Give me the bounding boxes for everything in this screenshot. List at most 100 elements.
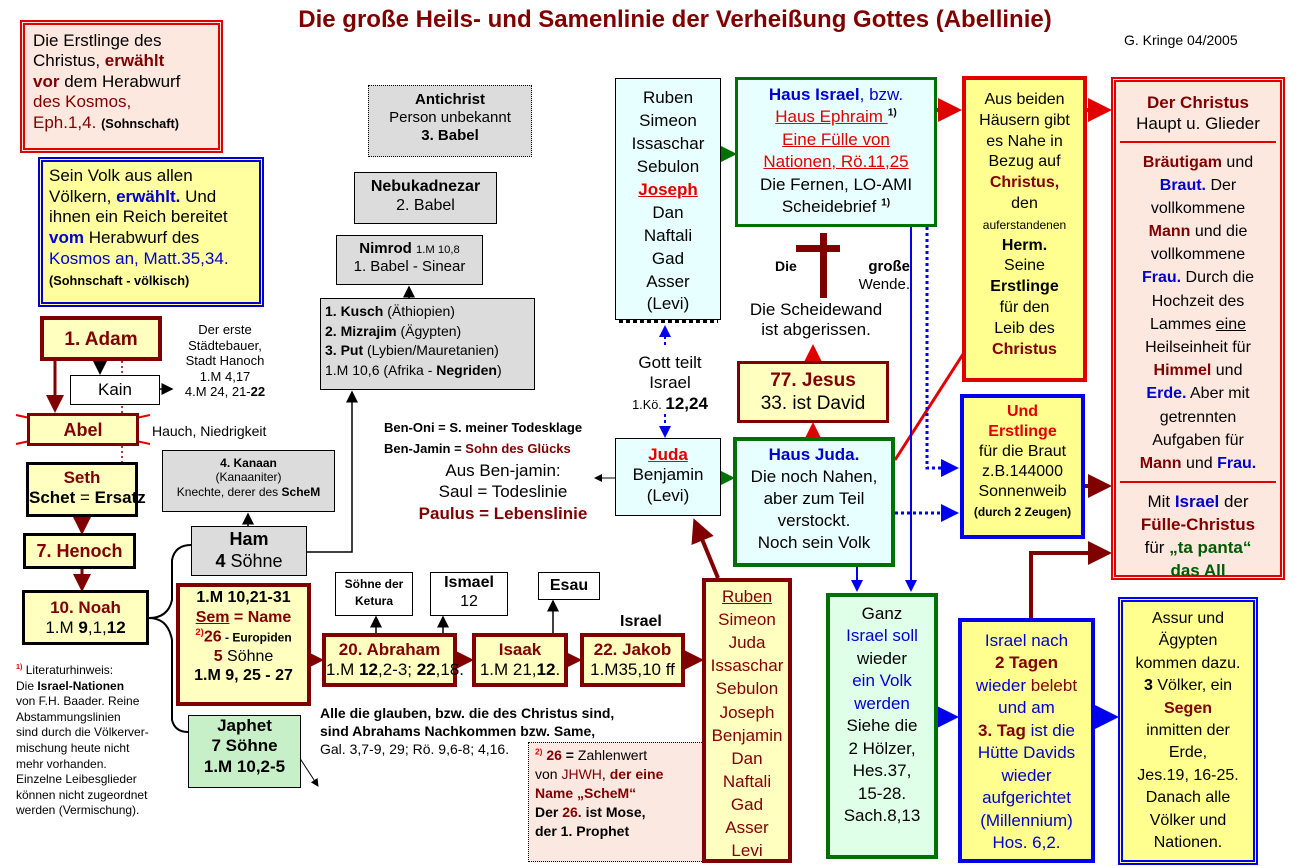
benoni-line: Ben-Oni = S. meiner Todesklage bbox=[384, 418, 582, 439]
text-segment: Simeon bbox=[639, 110, 697, 130]
stamme10-line: Simeon bbox=[616, 110, 720, 133]
text-segment: sind Abrahams Nachkommen bzw. Same, bbox=[320, 723, 596, 740]
antichrist-line: Antichrist bbox=[369, 91, 531, 109]
footnote-line: Abstammungslinien bbox=[16, 710, 149, 726]
text-segment: für den bbox=[999, 298, 1050, 316]
text-segment: Die noch Nahen, bbox=[750, 467, 878, 487]
text-segment: Literaturhinweis: bbox=[22, 663, 114, 677]
text-segment: 4.M 24, 21- bbox=[184, 384, 251, 400]
text-segment: Eine Fülle von bbox=[782, 129, 890, 149]
der-christus-bot-line: das All bbox=[1120, 560, 1276, 583]
text-segment: Benjamin bbox=[711, 725, 783, 745]
der-christus-bot-line: Fülle-Christus bbox=[1120, 514, 1276, 537]
assur-line: Danach alle bbox=[1123, 787, 1253, 809]
haus-juda-line: Noch sein Volk bbox=[737, 532, 891, 554]
benjamin-text-line: Saul = Todeslinie bbox=[398, 481, 608, 502]
abel-line: Abel bbox=[30, 420, 136, 442]
text-segment: Gott teilt bbox=[638, 353, 702, 372]
text-segment: Mit bbox=[1147, 492, 1175, 512]
ganz-israel-line: Ganz bbox=[830, 603, 934, 625]
text-segment: 3. Tag bbox=[977, 720, 1026, 740]
text-segment: 12,24 bbox=[665, 393, 708, 413]
israel-nach-line: wieder bbox=[962, 765, 1091, 787]
text-segment: 1. Kusch bbox=[325, 303, 384, 319]
text-segment: Japhet bbox=[217, 716, 272, 735]
footnote-line: von F.H. Baader. Reine bbox=[16, 694, 149, 710]
text-segment: aber zum Teil bbox=[763, 489, 865, 509]
text-segment: Israel-Nationen bbox=[37, 678, 125, 693]
ganz-israel-line: Hes.37, bbox=[830, 760, 934, 782]
ganz-israel-line: 15-28. bbox=[830, 783, 934, 805]
aus-beiden-line: Leib des bbox=[966, 319, 1083, 340]
text-segment: Saul = Todeslinie bbox=[438, 482, 568, 502]
haus-juda-line: Haus Juda. bbox=[737, 444, 891, 466]
text-segment: ihnen ein Reich bereitet bbox=[49, 207, 228, 227]
text-segment: Gal. 3,7-9, 29; Rö. 9,6-8; 4,16. bbox=[320, 741, 510, 758]
antichrist-line: Person unbekannt bbox=[369, 109, 531, 127]
text-segment: 26 bbox=[546, 747, 562, 763]
sem-line: Sem = Name bbox=[180, 608, 307, 628]
text-segment: 10. Noah bbox=[50, 598, 121, 617]
text-segment: Knechte, derer des bbox=[176, 484, 282, 499]
tubal-line: Spanien, Europiden (gelb / rot u. weiße … bbox=[190, 823, 519, 840]
text-segment: Abstammungslinien bbox=[16, 709, 121, 724]
text-segment: ) bbox=[496, 361, 502, 378]
der-christus-mid-line: Frau. Durch die bbox=[1120, 266, 1276, 289]
text-segment: Durch die bbox=[1181, 269, 1255, 287]
text-segment: Naftali bbox=[643, 225, 693, 245]
stamme12-line: Issaschar bbox=[706, 654, 788, 677]
text-segment: Dan bbox=[731, 748, 763, 768]
der-christus-mid-line: Himmel und bbox=[1120, 359, 1276, 382]
text-segment: Esau bbox=[549, 577, 589, 594]
text-segment: Himmel bbox=[1153, 362, 1212, 380]
text-segment: Und bbox=[180, 186, 217, 206]
text-segment: ,18. bbox=[435, 660, 465, 680]
der-christus-mid-line: Braut. Der bbox=[1120, 174, 1276, 197]
text-segment: den bbox=[1011, 194, 1038, 212]
text-segment: (Millennium) bbox=[980, 810, 1073, 830]
assur-line: 3 Völker, ein bbox=[1123, 675, 1253, 697]
wende-line: Die Scheidewand bbox=[735, 300, 897, 320]
text-segment: 3 bbox=[1143, 677, 1153, 695]
erstlinge-line: Die Erstlinge des bbox=[33, 31, 210, 51]
text-segment: Der erste bbox=[198, 322, 252, 337]
text-segment: „ta panta“ bbox=[1169, 538, 1252, 557]
text-segment: Kosmos an, Matt.35,34. bbox=[49, 248, 229, 268]
text-segment: Name „ScheM“ bbox=[535, 784, 637, 801]
text-segment: Christus, bbox=[989, 174, 1060, 192]
kusch-line: 1. Kusch (Äthiopien) bbox=[325, 302, 530, 322]
isaak-line: Isaak bbox=[476, 640, 564, 660]
volk-line: ihnen ein Reich bereitet bbox=[49, 207, 253, 228]
footnote-line: werden (Vermischung). bbox=[16, 803, 149, 819]
und-erstlinge-line: z.B.144000 bbox=[964, 462, 1081, 482]
benjamin-text-line: Paulus = Lebenslinie bbox=[398, 503, 608, 524]
text-segment: Seth bbox=[63, 468, 101, 487]
glauben-note: Alle die glauben, bzw. die des Christus … bbox=[320, 704, 614, 759]
text-segment: Benjamin bbox=[632, 465, 704, 485]
volk-line: vom Herabwurf des bbox=[49, 228, 253, 249]
text-segment: Sem bbox=[195, 608, 230, 626]
text-segment: Sein Volk aus allen bbox=[49, 166, 193, 185]
aus-beiden-line: Aus beiden bbox=[966, 90, 1083, 111]
text-segment: Levi bbox=[731, 841, 763, 861]
text-segment: Ketura bbox=[354, 593, 393, 608]
sem-line: 1.M 9, 25 - 27 bbox=[180, 666, 307, 686]
benoni-line: Ben-Jamin = Sohn des Glücks bbox=[384, 439, 582, 460]
text-segment: Nebukadnezar bbox=[370, 178, 481, 195]
und-erstlinge-line: Sonnenweib bbox=[964, 482, 1081, 502]
haus-juda-line: Die noch Nahen, bbox=[737, 466, 891, 488]
text-segment: Israel soll bbox=[846, 626, 918, 646]
text-segment: und bbox=[1181, 454, 1218, 472]
text-segment: auferstandenen bbox=[982, 217, 1067, 232]
